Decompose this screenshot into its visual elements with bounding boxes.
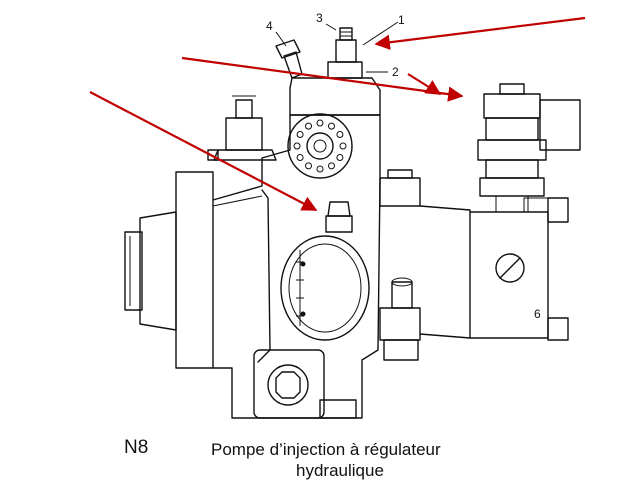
top-left-fitting	[207, 95, 277, 161]
callout-3: 3	[316, 11, 323, 25]
plate-hole	[336, 131, 344, 138]
callout-1: 1	[398, 13, 405, 27]
plate-hole	[328, 122, 335, 130]
plate-hole	[336, 154, 344, 161]
plate-hole	[305, 162, 312, 170]
callout-6: 6	[534, 307, 541, 321]
red-arrow-4	[89, 91, 318, 211]
plate-hole	[328, 162, 335, 170]
inspection-cover	[280, 235, 370, 341]
red-arrow-1	[374, 16, 586, 50]
plate-hole	[293, 142, 301, 150]
plate-hole	[339, 142, 347, 150]
stop-solenoid	[477, 83, 581, 212]
governor-top	[289, 27, 381, 116]
drive-flange	[124, 171, 214, 369]
plate-hole	[316, 165, 324, 173]
plate-holes	[293, 119, 347, 173]
caption-line-2: hydraulique	[296, 461, 384, 480]
annotation-arrows	[89, 16, 586, 211]
figure-code: N8	[124, 437, 149, 458]
red-arrow-2	[181, 56, 464, 102]
red-arrow-3	[407, 73, 442, 95]
callout-4: 4	[266, 19, 273, 33]
governor-block	[419, 197, 569, 341]
callout-2: 2	[392, 65, 399, 79]
round-plate	[287, 113, 353, 179]
plate-hole	[316, 119, 324, 127]
lower-boss	[253, 349, 357, 419]
callout-leaders	[275, 21, 399, 73]
caption-line-1: Pompe d’injection à régulateur	[211, 440, 441, 459]
right-fittings	[379, 169, 421, 361]
plate-hole	[296, 131, 304, 138]
plate-hole	[296, 154, 304, 161]
plate-hole	[305, 122, 312, 130]
middle-nut	[325, 201, 353, 233]
